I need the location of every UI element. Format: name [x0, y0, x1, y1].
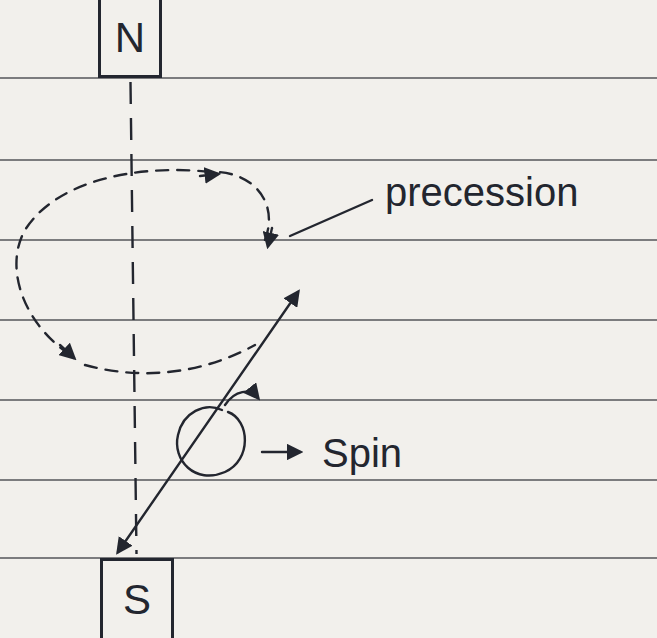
ruled-line — [0, 239, 657, 241]
precession-path — [16, 170, 210, 355]
pointer-arrow — [262, 451, 300, 453]
precession-arrow — [200, 174, 218, 176]
ruled-line — [0, 399, 657, 401]
magnet-pole: S — [100, 558, 174, 638]
pole-letter: N — [115, 17, 145, 59]
magnet-axis — [130, 82, 136, 554]
ruled-line — [0, 159, 657, 161]
callout-label: precession — [385, 172, 578, 212]
precession-arrow — [268, 228, 272, 246]
ruled-line — [0, 319, 657, 321]
precession-arrow — [60, 345, 74, 358]
pole-letter: S — [123, 579, 151, 621]
precession-path — [210, 172, 269, 240]
ruled-lines — [0, 78, 657, 558]
leader-line — [290, 200, 372, 236]
precession-path — [85, 345, 255, 373]
callout-label: Spin — [322, 433, 402, 473]
magnet-pole: N — [98, 0, 162, 78]
spin-arrow — [225, 392, 258, 405]
spin-circle — [177, 407, 245, 475]
ruled-line — [0, 479, 657, 481]
spin-vector — [118, 292, 298, 552]
ruled-line — [0, 557, 657, 559]
